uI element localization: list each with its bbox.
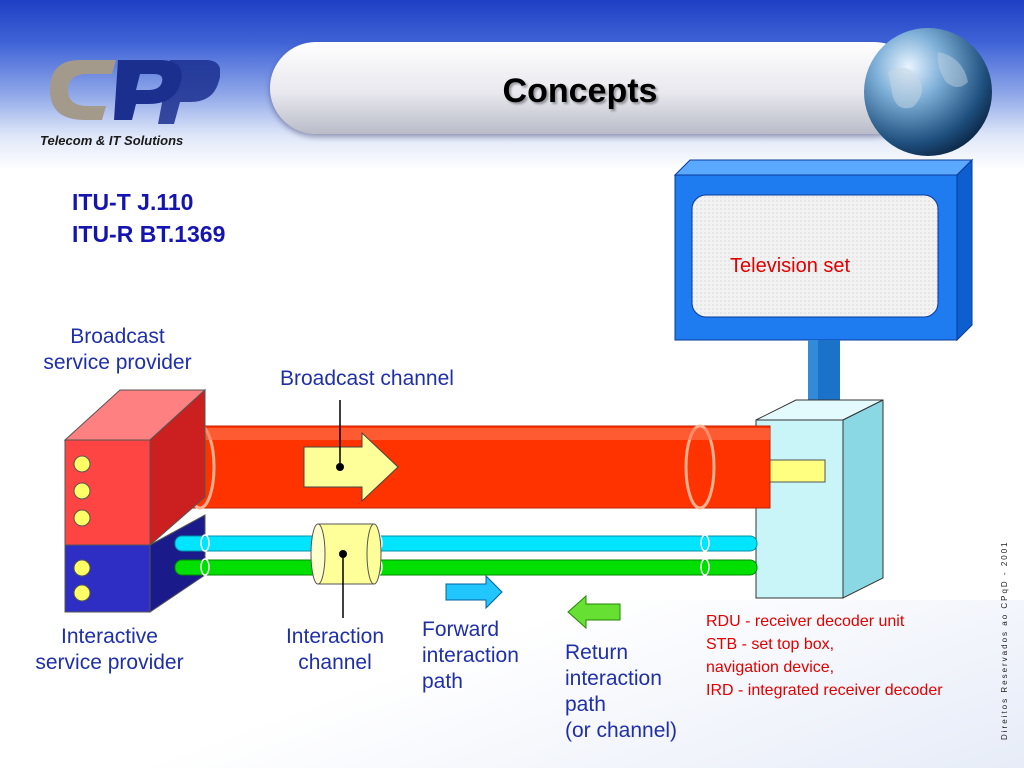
label-line: Broadcast: [70, 325, 165, 348]
label-line: Interactive: [61, 625, 158, 648]
footer-shading: [0, 600, 1024, 768]
interaction-channel-pipes: [174, 534, 758, 576]
label-line: RDU - receiver decoder unit: [706, 613, 905, 630]
label-line: Return: [565, 641, 629, 664]
broadcast-channel-label: Broadcast channel: [280, 367, 454, 390]
return-arrow-icon: [567, 594, 621, 630]
interaction-channel-label: Interaction channel: [270, 624, 400, 676]
cpqd-logo-icon: [50, 60, 220, 124]
forward-path-label: Forward interaction path: [422, 617, 519, 695]
standard-item: ITU-T J.110: [72, 189, 194, 215]
label-line: path: [422, 670, 463, 693]
tv-label: Television set: [730, 255, 851, 277]
label-line: service provider: [43, 351, 192, 374]
title-bar: [270, 42, 920, 134]
standards-list: ITU-T J.110 ITU-R BT.1369: [72, 186, 225, 250]
interaction-coupler: [310, 523, 382, 618]
globe-icon: [864, 28, 992, 156]
television-set: [673, 158, 974, 342]
label-line: Forward: [422, 618, 500, 641]
label-line: service provider: [35, 651, 184, 674]
copyright-text: Direitos Reservados ao CPqD - 2001: [1000, 540, 1009, 740]
standard-item: ITU-R BT.1369: [72, 221, 226, 247]
label-line: IRD - integrated receiver decoder: [706, 682, 943, 699]
return-path-label: Return interaction path (or channel): [565, 640, 677, 744]
forward-arrow-icon: [445, 574, 503, 610]
broadcast-provider-box: [63, 388, 207, 547]
interactive-provider-label: Interactive service provider: [12, 624, 207, 676]
broadcast-arrow-icon: [303, 431, 399, 503]
label-line: STB - set top box,: [706, 636, 835, 653]
broadcast-provider-label: Broadcast service provider: [20, 324, 215, 376]
receiver-box: [755, 399, 884, 599]
label-line: Interaction: [285, 625, 385, 648]
page-title: Concepts: [502, 72, 658, 110]
receiver-label: RDU - receiver decoder unit STB - set to…: [706, 610, 943, 702]
label-line: path: [565, 693, 606, 716]
logo-tagline: Telecom & IT Solutions: [40, 133, 184, 148]
label-line: channel: [298, 651, 372, 674]
label-line: (or channel): [565, 719, 678, 742]
label-line: navigation device,: [706, 659, 835, 676]
label-line: interaction: [422, 644, 519, 667]
label-line: interaction: [565, 667, 662, 690]
broadcast-channel-pipe: [163, 424, 771, 510]
